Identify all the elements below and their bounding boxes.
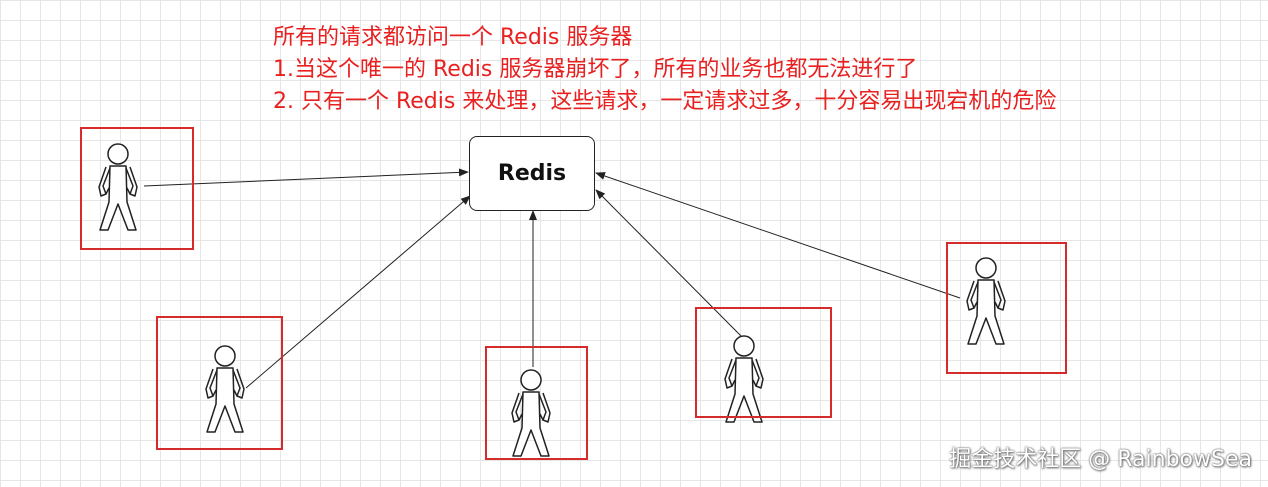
connector-client-4 bbox=[595, 189, 744, 339]
client-box-2 bbox=[156, 316, 283, 450]
client-box-1 bbox=[80, 127, 194, 250]
client-box-3 bbox=[485, 346, 588, 460]
connector-client-5 bbox=[595, 172, 961, 299]
connector-client-2 bbox=[245, 195, 471, 389]
redis-server-label: Redis bbox=[497, 161, 567, 186]
annotation-note: 所有的请求都访问一个 Redis 服务器 1.当这个唯一的 Redis 服务器崩… bbox=[273, 22, 1056, 118]
note-line-1: 所有的请求都访问一个 Redis 服务器 bbox=[273, 25, 633, 50]
client-box-4 bbox=[695, 307, 832, 418]
note-line-3: 2. 只有一个 Redis 来处理，这些请求，一定请求过多，十分容易出现宕机的危… bbox=[273, 89, 1057, 114]
connector-client-1 bbox=[143, 168, 469, 187]
watermark: 掘金技术社区 @ RainbowSea bbox=[949, 447, 1252, 472]
note-line-2: 1.当这个唯一的 Redis 服务器崩坏了，所有的业务也都无法进行了 bbox=[273, 57, 918, 82]
redis-server-node: Redis bbox=[469, 136, 595, 211]
client-box-5 bbox=[946, 242, 1067, 374]
